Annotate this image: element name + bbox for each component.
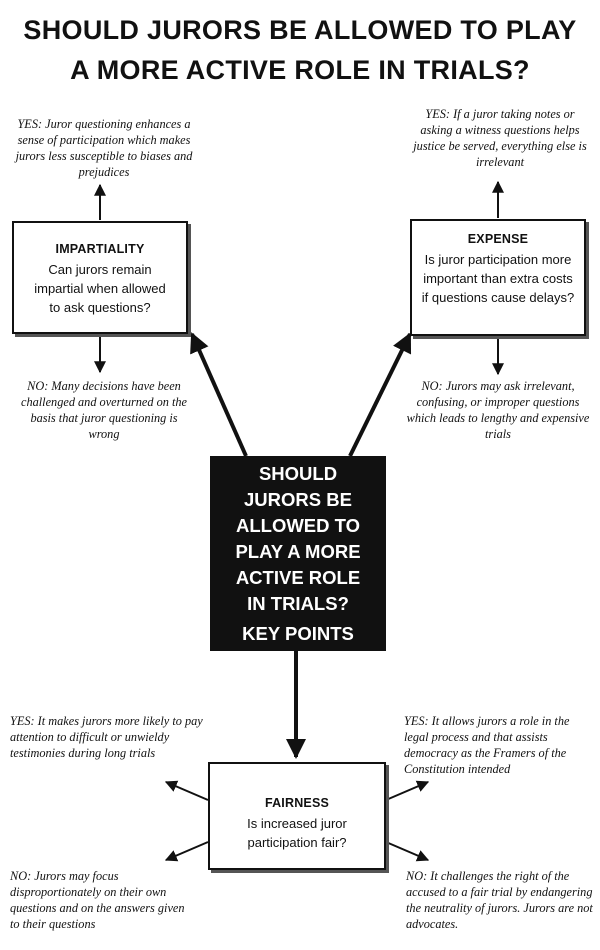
fairness-heading: FAIRNESS bbox=[264, 796, 330, 810]
fairness-yes-left-note: YES: It makes jurors more likely to pay … bbox=[10, 714, 203, 760]
expense-yes-note: YES: If a juror taking notes or asking a… bbox=[413, 107, 587, 169]
center-key-points: KEY POINTS bbox=[242, 622, 354, 644]
fairness-no-left-note: NO: Jurors may focus disproportionately … bbox=[10, 869, 185, 931]
center-line-4: PLAY A MORE bbox=[235, 540, 361, 562]
arrow-fairness-no-left bbox=[164, 841, 209, 862]
arrow-fairness-yes-left bbox=[164, 780, 209, 801]
impartiality-box: IMPARTIALITY Can jurors remain impartial… bbox=[12, 221, 188, 334]
center-line-3: ALLOWED TO bbox=[235, 514, 360, 536]
impartiality-heading: IMPARTIALITY bbox=[55, 242, 145, 256]
fairness-box: FAIRNESS Is increased juror participatio… bbox=[208, 762, 386, 870]
arrow-fairness-yes-right bbox=[385, 780, 430, 801]
expense-box: EXPENSE Is juror participation more impo… bbox=[410, 219, 586, 336]
center-line-6: IN TRIALS? bbox=[247, 592, 349, 614]
impartiality-question: Can jurors remain impartial when allowed… bbox=[34, 262, 166, 315]
diagram-title: SHOULD JURORS BE ALLOWED TO PLAY A MORE … bbox=[0, 10, 600, 90]
fairness-no-right-note: NO: It challenges the right of the accus… bbox=[406, 869, 593, 931]
title-line-1: SHOULD JURORS BE ALLOWED TO PLAY bbox=[23, 15, 577, 45]
impartiality-no-note: NO: Many decisions have been challenged … bbox=[21, 379, 187, 441]
center-line-1: SHOULD bbox=[258, 462, 338, 484]
arrow-to-impartiality bbox=[190, 332, 248, 457]
fairness-question: Is increased juror participation fair? bbox=[247, 816, 347, 850]
fairness-yes-right-note: YES: It allows jurors a role in the lega… bbox=[404, 714, 570, 776]
title-line-2: A MORE ACTIVE ROLE IN TRIALS? bbox=[70, 55, 530, 85]
expense-no-note: NO: Jurors may ask irrelevant, confusing… bbox=[406, 379, 590, 441]
center-line-2: JURORS BE bbox=[244, 488, 352, 510]
arrow-to-expense bbox=[348, 332, 412, 457]
arrow-fairness-no-right bbox=[385, 841, 430, 862]
impartiality-yes-note: YES: Juror questioning enhances a sense … bbox=[15, 117, 193, 179]
central-topic-box: SHOULD JURORS BE ALLOWED TO PLAY A MORE … bbox=[210, 456, 386, 651]
expense-question: Is juror participation more important th… bbox=[421, 252, 575, 305]
expense-heading: EXPENSE bbox=[467, 232, 529, 246]
center-line-5: ACTIVE ROLE bbox=[235, 566, 361, 588]
